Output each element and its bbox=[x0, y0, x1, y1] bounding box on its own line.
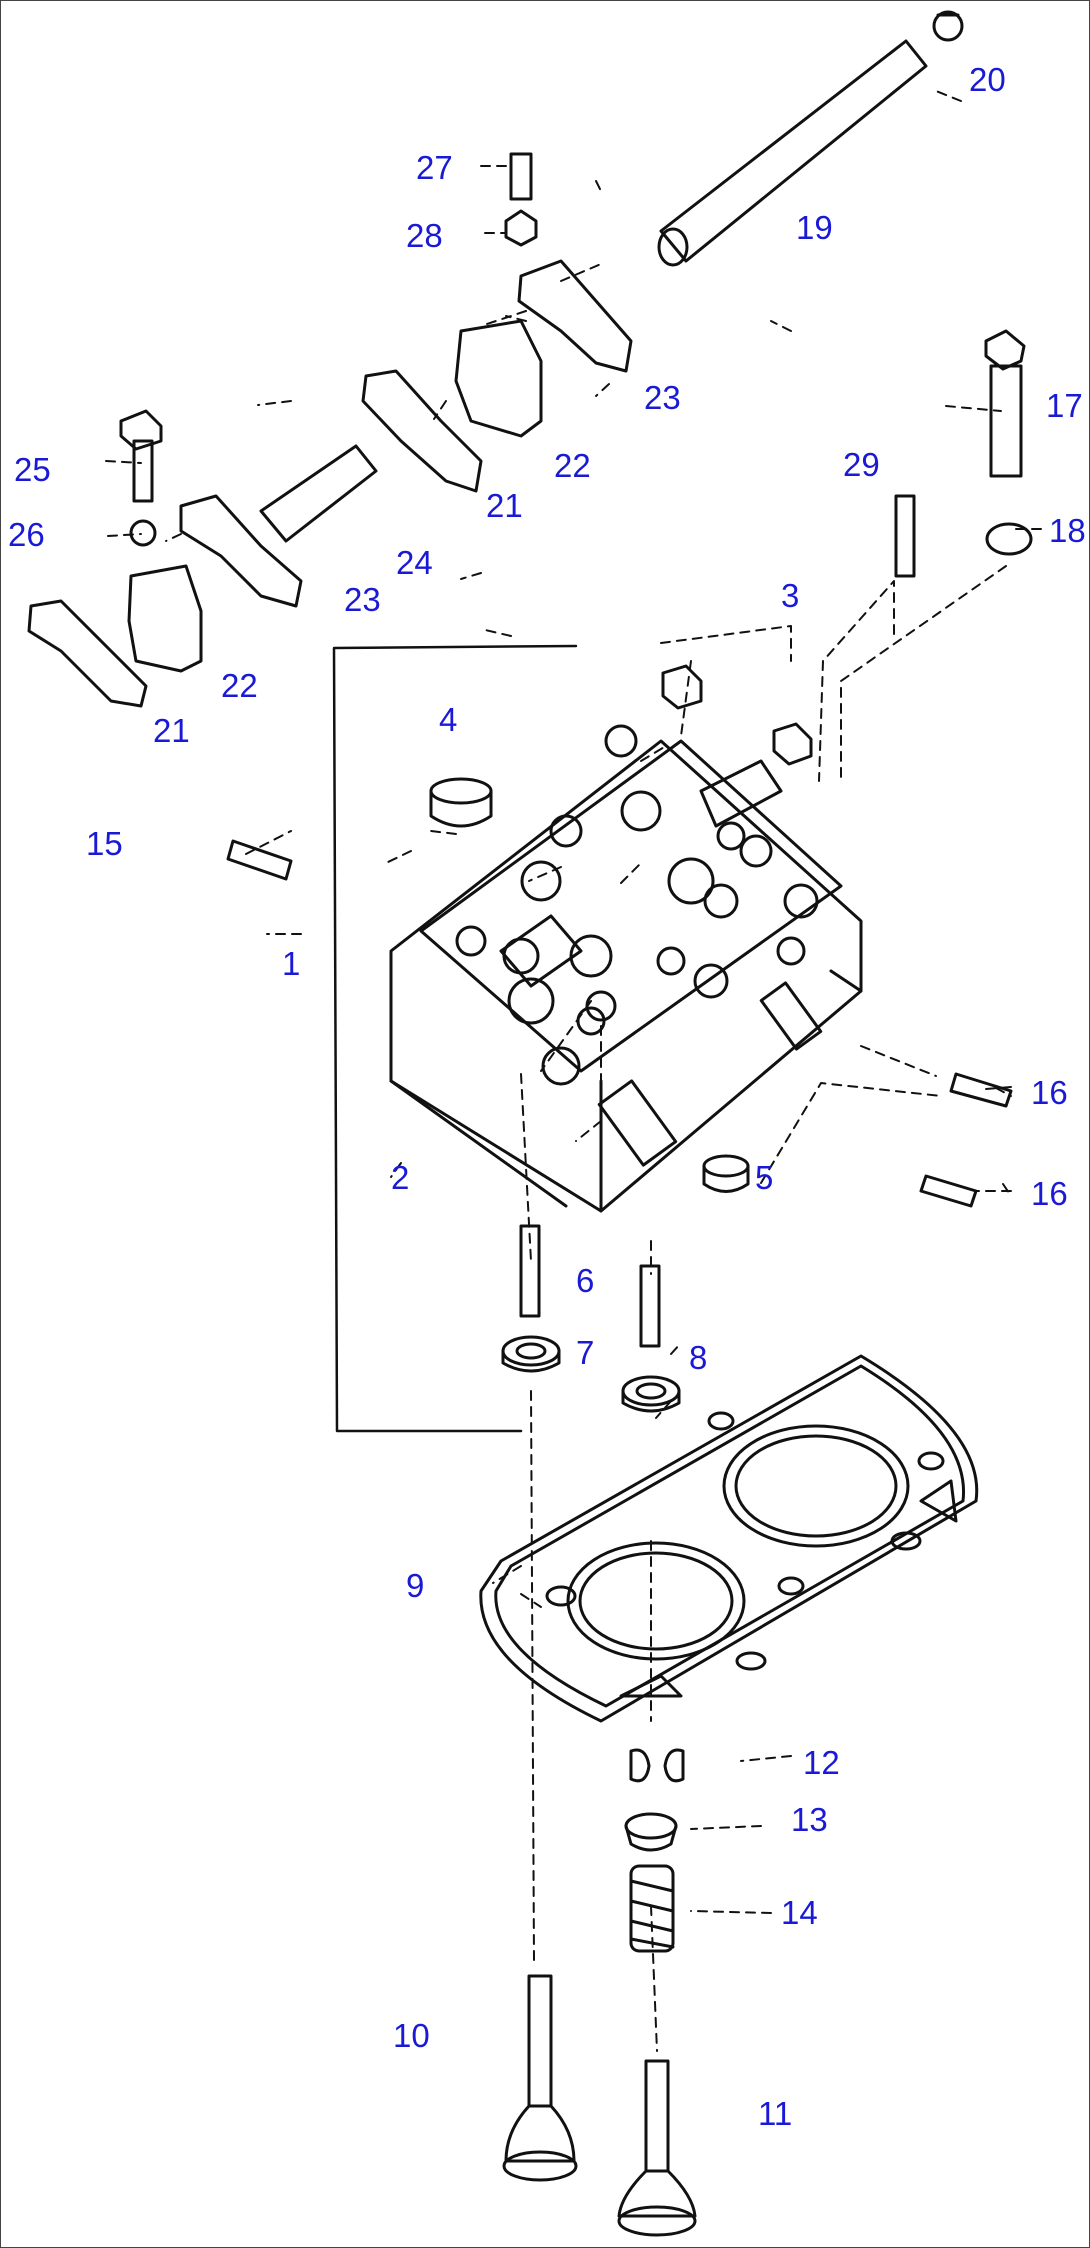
label-28: 28 bbox=[406, 217, 443, 254]
rocker-arm-23-lower bbox=[179, 494, 303, 608]
label-3: 3 bbox=[781, 577, 800, 614]
plug-16b bbox=[919, 1174, 978, 1208]
label-2: 2 bbox=[391, 1159, 410, 1196]
label-8: 8 bbox=[689, 1339, 708, 1376]
label-6: 6 bbox=[576, 1262, 595, 1299]
leader-lines bbox=[105, 90, 1042, 2052]
plug-16a bbox=[949, 1072, 1013, 1108]
rocker-shaft-24 bbox=[259, 444, 378, 543]
label-25: 25 bbox=[14, 451, 51, 488]
label-15: 15 bbox=[86, 825, 123, 862]
valve-spring bbox=[629, 1864, 675, 1953]
label-24: 24 bbox=[396, 544, 433, 581]
stud-29 bbox=[894, 494, 916, 578]
plug-4 bbox=[429, 777, 493, 828]
label-27: 27 bbox=[416, 149, 453, 186]
label-16b: 16 bbox=[1031, 1175, 1068, 1212]
item1-bracket bbox=[332, 644, 578, 1433]
plug-5 bbox=[702, 1154, 750, 1193]
head-gasket bbox=[479, 1354, 979, 1723]
label-9: 9 bbox=[406, 1567, 425, 1604]
label-21a: 21 bbox=[486, 487, 523, 524]
adjusting-screw bbox=[504, 152, 538, 247]
label-16a: 16 bbox=[1031, 1074, 1068, 1111]
plug-15 bbox=[226, 839, 293, 881]
washer-26 bbox=[129, 519, 157, 547]
label-17: 17 bbox=[1046, 387, 1083, 424]
stud-17 bbox=[984, 329, 1026, 478]
sleeve-3a bbox=[661, 664, 703, 710]
rocker-shaft bbox=[657, 39, 928, 267]
label-7: 7 bbox=[576, 1334, 595, 1371]
shaft-plug bbox=[932, 10, 964, 42]
label-22b: 22 bbox=[221, 667, 258, 704]
label-11: 11 bbox=[758, 2095, 793, 2132]
valve-11 bbox=[617, 2059, 697, 2237]
valve-10 bbox=[502, 1974, 578, 2182]
cylinder-head bbox=[389, 724, 863, 1213]
seat-8 bbox=[621, 1375, 681, 1413]
label-22a: 22 bbox=[554, 447, 591, 484]
valve-keepers bbox=[629, 1748, 685, 1783]
rocker-arm-21-upper bbox=[361, 369, 483, 493]
label-21b: 21 bbox=[153, 712, 190, 749]
label-23a: 23 bbox=[644, 379, 681, 416]
sleeve-3b bbox=[772, 722, 813, 766]
bolt-25 bbox=[119, 409, 163, 503]
label-23b: 23 bbox=[344, 581, 381, 618]
label-12: 12 bbox=[803, 1744, 840, 1781]
crosshead-22-upper bbox=[454, 319, 543, 438]
guide-6b bbox=[639, 1264, 661, 1348]
spring-retainer bbox=[624, 1812, 678, 1852]
label-19: 19 bbox=[796, 209, 833, 246]
label-29: 29 bbox=[843, 446, 880, 483]
label-14: 14 bbox=[781, 1894, 818, 1931]
label-26: 26 bbox=[8, 516, 45, 553]
crosshead-22-lower bbox=[127, 564, 203, 673]
label-20: 20 bbox=[969, 61, 1006, 98]
label-18: 18 bbox=[1049, 512, 1086, 549]
rocker-arm-21-lower bbox=[27, 599, 148, 708]
label-4: 4 bbox=[439, 701, 458, 738]
label-13: 13 bbox=[791, 1801, 828, 1838]
label-1: 1 bbox=[282, 945, 301, 982]
washer-18 bbox=[985, 522, 1033, 556]
seat-7 bbox=[501, 1335, 561, 1373]
guide-6a bbox=[519, 1224, 541, 1318]
label-10: 10 bbox=[393, 2017, 430, 2054]
rocker-arm-23-upper bbox=[517, 259, 633, 373]
label-5: 5 bbox=[755, 1159, 774, 1196]
